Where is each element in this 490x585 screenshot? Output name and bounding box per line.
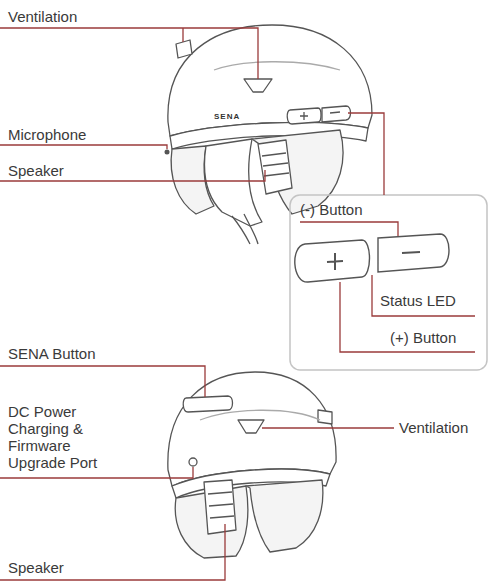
- part-label: (-) Button: [300, 201, 363, 218]
- part-label: SENA Button: [8, 345, 96, 362]
- part-label: (+) Button: [390, 329, 456, 346]
- part-label: Ventilation: [8, 8, 77, 25]
- part-label: DC Power Charging & Firmware Upgrade Por…: [8, 403, 104, 471]
- part-label: Ventilation: [399, 419, 468, 436]
- part-label: Microphone: [8, 126, 86, 143]
- logo-text: SENA: [214, 112, 240, 121]
- part-label: Speaker: [8, 559, 64, 576]
- part-label: Speaker: [8, 162, 64, 179]
- part-label: Status LED: [380, 292, 456, 309]
- inset-box: (-) ButtonStatus LED (+) Button: [290, 195, 487, 370]
